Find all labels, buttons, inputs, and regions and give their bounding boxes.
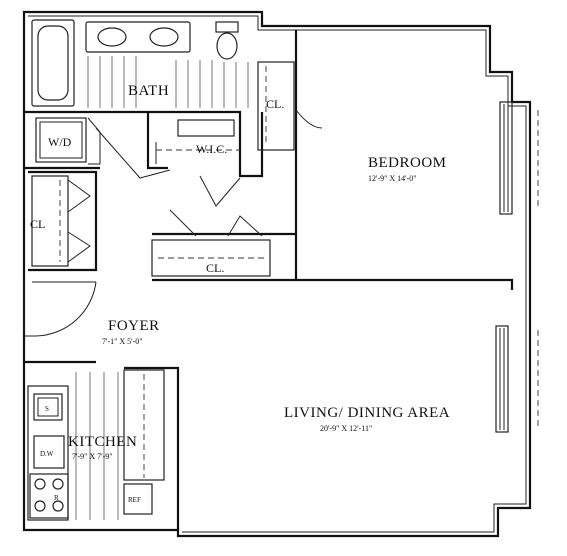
range-label: R: [54, 494, 59, 502]
hall-closet: [151, 239, 271, 277]
bedroom-closet: [257, 61, 323, 151]
range-appliance: [29, 473, 69, 519]
interior-walls: [24, 30, 514, 530]
bedroom-dims: 12'-9" X 14'-0": [368, 174, 417, 183]
hall-closet-label: CL.: [206, 261, 224, 275]
sink-icon: [85, 21, 191, 53]
sink-label: S: [45, 405, 49, 413]
outer-walls: [22, 10, 532, 538]
left-closet: [31, 175, 91, 267]
hall-door-swings: [95, 127, 263, 237]
bath-label: BATH: [128, 83, 169, 99]
wic-label: W.I.C.: [196, 142, 227, 156]
kitchen-dims: 7'-9" X 7'-9": [72, 452, 113, 461]
bedroom-closet-label: CL.: [266, 97, 284, 111]
dishwasher-label: D.W: [40, 450, 54, 458]
living-label: LIVING/ DINING AREA: [284, 405, 450, 421]
wd-label: W/D: [48, 135, 72, 149]
wic-closet: [155, 119, 241, 207]
sink-appliance: [33, 393, 63, 421]
bedroom-window: [499, 101, 539, 215]
bedroom-label: BEDROOM: [368, 155, 447, 171]
entry-door: [23, 280, 97, 337]
foyer-dims: 7'-1" X 5'-0": [102, 337, 143, 346]
kitchen-counter: [27, 372, 119, 521]
dishwasher-appliance: [33, 435, 65, 469]
bathtub-icon: [31, 19, 75, 107]
foyer-label: FOYER: [108, 318, 160, 334]
living-window: [495, 325, 539, 433]
washer-dryer: [35, 117, 101, 165]
kitchen-cabinets: [123, 369, 165, 515]
toilet-icon: [215, 21, 239, 60]
kitchen-label: KITCHEN: [68, 434, 137, 450]
bath-floor-hatch: [87, 56, 249, 108]
living-dims: 20'-9" X 12'-11": [320, 424, 372, 433]
left-closet-label: CL: [30, 217, 45, 231]
refrigerator-label: REF: [128, 496, 141, 504]
